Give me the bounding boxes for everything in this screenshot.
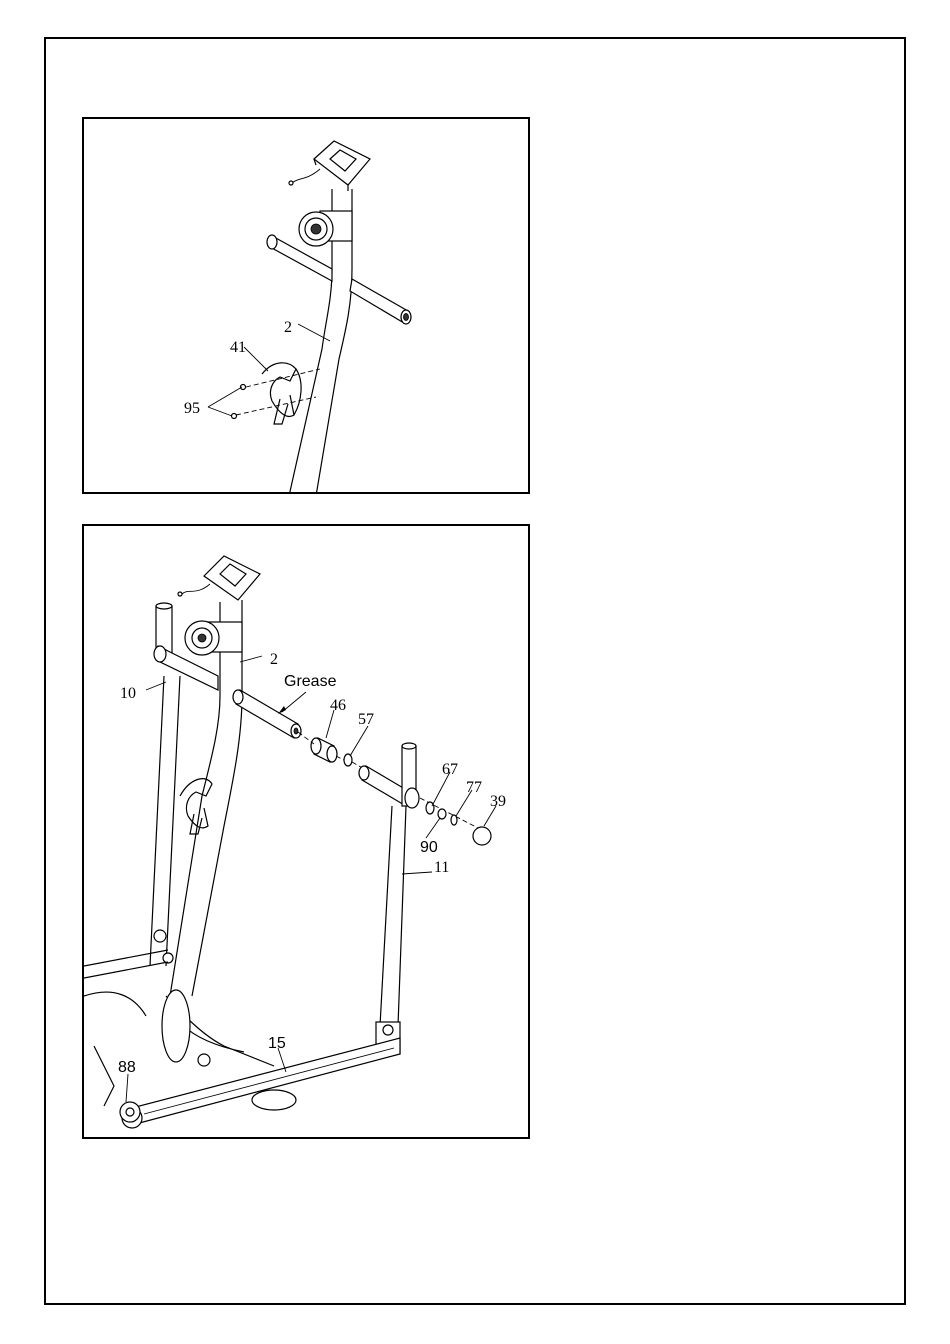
right-post [359, 743, 419, 1054]
grease-arrowhead [278, 706, 286, 714]
tension-knob [185, 621, 242, 655]
leader-grease [282, 692, 306, 712]
console-mount-plate [289, 141, 370, 191]
tension-knob [299, 211, 352, 246]
callout-39: 39 [490, 793, 506, 810]
leader-57 [350, 726, 368, 756]
leader-11 [402, 872, 432, 874]
end-cap-39 [473, 827, 491, 845]
pivot-axle [267, 235, 411, 324]
callout-41: 41 [230, 339, 246, 356]
bottle-holder [180, 779, 212, 834]
washer-90 [438, 809, 446, 819]
callout-77: 77 [466, 779, 482, 796]
callout-67: 67 [442, 761, 458, 778]
callout-90: 90 [420, 839, 438, 856]
leader-90 [426, 818, 440, 838]
callout-11: 11 [434, 859, 449, 876]
callout-2: 2 [284, 319, 292, 336]
callout-46: 46 [330, 697, 346, 714]
leader-88 [126, 1074, 128, 1102]
callout-95: 95 [184, 400, 200, 417]
assembly-step-bottom-panel: 2 10 Grease 46 57 67 77 39 90 11 15 88 [82, 524, 530, 1139]
callout-2: 2 [270, 651, 278, 668]
leader-2 [240, 656, 262, 662]
leader-41 [244, 347, 268, 371]
callout-10: 10 [120, 685, 136, 702]
bushing [311, 738, 337, 762]
callout-57: 57 [358, 711, 374, 728]
pivot-axle [233, 690, 301, 738]
bottle-holder [262, 363, 301, 424]
console-mount-plate [178, 556, 260, 600]
leader-46 [326, 710, 334, 738]
top-diagram: 2 41 95 [84, 119, 530, 494]
leader-95 [208, 387, 242, 416]
callout-88: 88 [118, 1059, 136, 1076]
assembly-step-top-panel: 2 41 95 [82, 117, 530, 494]
bottom-diagram: 2 10 Grease 46 57 67 77 39 90 11 15 88 [84, 526, 530, 1139]
screws [232, 369, 321, 419]
callout-15: 15 [268, 1035, 286, 1052]
bolt-77 [451, 815, 457, 825]
grease-note: Grease [284, 673, 337, 690]
wheel [120, 1102, 140, 1122]
base-tube [122, 1038, 400, 1128]
washer-57 [344, 754, 352, 766]
